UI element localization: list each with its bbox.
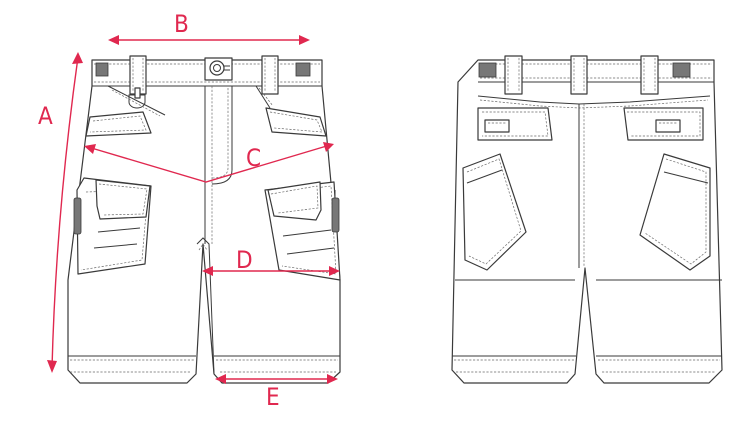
front-belt-loop-right	[261, 55, 279, 95]
front-view	[67, 55, 341, 384]
back-belt-loop-center	[570, 55, 588, 95]
back-cargo-pocket-left	[462, 153, 527, 271]
back-belt-loop-right	[640, 55, 659, 95]
front-slash-pocket-right	[255, 85, 271, 109]
label-b: B	[174, 10, 189, 38]
measurement-labels: A B C D E	[38, 10, 280, 411]
label-d: D	[236, 246, 253, 274]
measure-line-a	[51, 56, 79, 369]
measure-line-c	[87, 144, 331, 183]
front-slash-pocket-left	[107, 85, 166, 116]
d-ring-icon	[128, 94, 146, 109]
back-velcro-right	[672, 62, 691, 78]
zipper-pull-left-icon	[73, 197, 82, 235]
button-icon	[209, 60, 225, 76]
label-e: E	[266, 383, 280, 411]
front-pocket-flap-left	[85, 111, 152, 137]
label-a: A	[38, 102, 53, 130]
back-view	[451, 55, 723, 384]
front-pocket-flap-right	[265, 107, 327, 137]
zipper-pull-right-icon	[331, 197, 340, 233]
front-velcro-right	[295, 62, 311, 77]
back-belt-loop-left	[504, 55, 523, 95]
label-c: C	[246, 144, 261, 172]
front-velcro-left	[95, 62, 109, 77]
cargo-flap-left	[95, 179, 151, 220]
back-outline	[451, 59, 723, 384]
back-velcro-left	[478, 62, 497, 78]
cargo-flap-right	[267, 181, 322, 221]
measurement-lines	[47, 35, 340, 384]
back-cargo-pocket-right	[639, 153, 711, 271]
